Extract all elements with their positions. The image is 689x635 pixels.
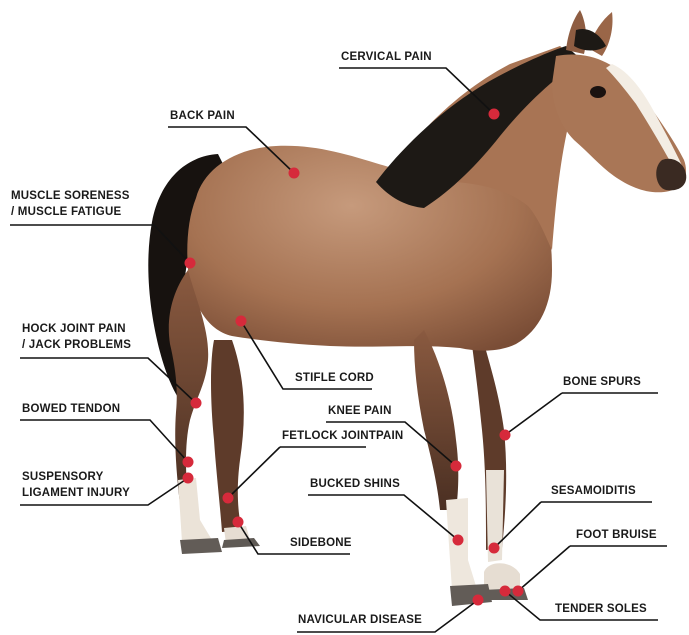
label-navicular-disease: NAVICULAR DISEASE <box>298 612 422 628</box>
label-muscle-soreness: MUSCLE SORENESS / MUSCLE FATIGUE <box>11 188 130 220</box>
label-sidebone: SIDEBONE <box>290 535 352 551</box>
label-stifle-cord: STIFLE CORD <box>295 370 374 386</box>
label-knee-pain: KNEE PAIN <box>328 403 392 419</box>
leader-bucked-shins <box>308 495 458 540</box>
marker-navicular <box>473 595 484 606</box>
label-back-pain: BACK PAIN <box>170 108 235 124</box>
marker-foot-bruise <box>513 586 524 597</box>
leader-bowed-tendon <box>20 420 188 462</box>
marker-fetlock <box>223 493 234 504</box>
label-fetlock-joint-pain: FETLOCK JOINTPAIN <box>282 428 403 444</box>
label-cervical-pain: CERVICAL PAIN <box>341 49 432 65</box>
marker-sesamoiditis <box>489 543 500 554</box>
marker-stifle-cord <box>236 316 247 327</box>
marker-cervical-pain <box>489 109 500 120</box>
marker-muscle-soreness <box>185 258 196 269</box>
label-bucked-shins: BUCKED SHINS <box>310 476 400 492</box>
label-tender-soles: TENDER SOLES <box>555 601 647 617</box>
marker-hock-joint-pain <box>191 398 202 409</box>
marker-suspensory <box>183 473 194 484</box>
label-sesamoiditis: SESAMOIDITIS <box>551 483 636 499</box>
marker-bucked-shins <box>453 535 464 546</box>
marker-tender-soles <box>500 586 511 597</box>
marker-bone-spurs <box>500 430 511 441</box>
leader-foot-bruise-diag <box>518 546 570 591</box>
marker-bowed-tendon <box>183 457 194 468</box>
marker-sidebone <box>233 517 244 528</box>
label-hock-joint-pain: HOCK JOINT PAIN / JACK PROBLEMS <box>22 321 131 353</box>
label-bowed-tendon: BOWED TENDON <box>22 401 120 417</box>
marker-back-pain <box>289 168 300 179</box>
label-bone-spurs: BONE SPURS <box>563 374 641 390</box>
leader-bone-spurs-diag <box>505 393 562 435</box>
marker-knee-pain <box>451 461 462 472</box>
label-suspensory-ligament: SUSPENSORY LIGAMENT INJURY <box>22 469 130 501</box>
label-foot-bruise: FOOT BRUISE <box>576 527 657 543</box>
eye <box>590 86 606 98</box>
